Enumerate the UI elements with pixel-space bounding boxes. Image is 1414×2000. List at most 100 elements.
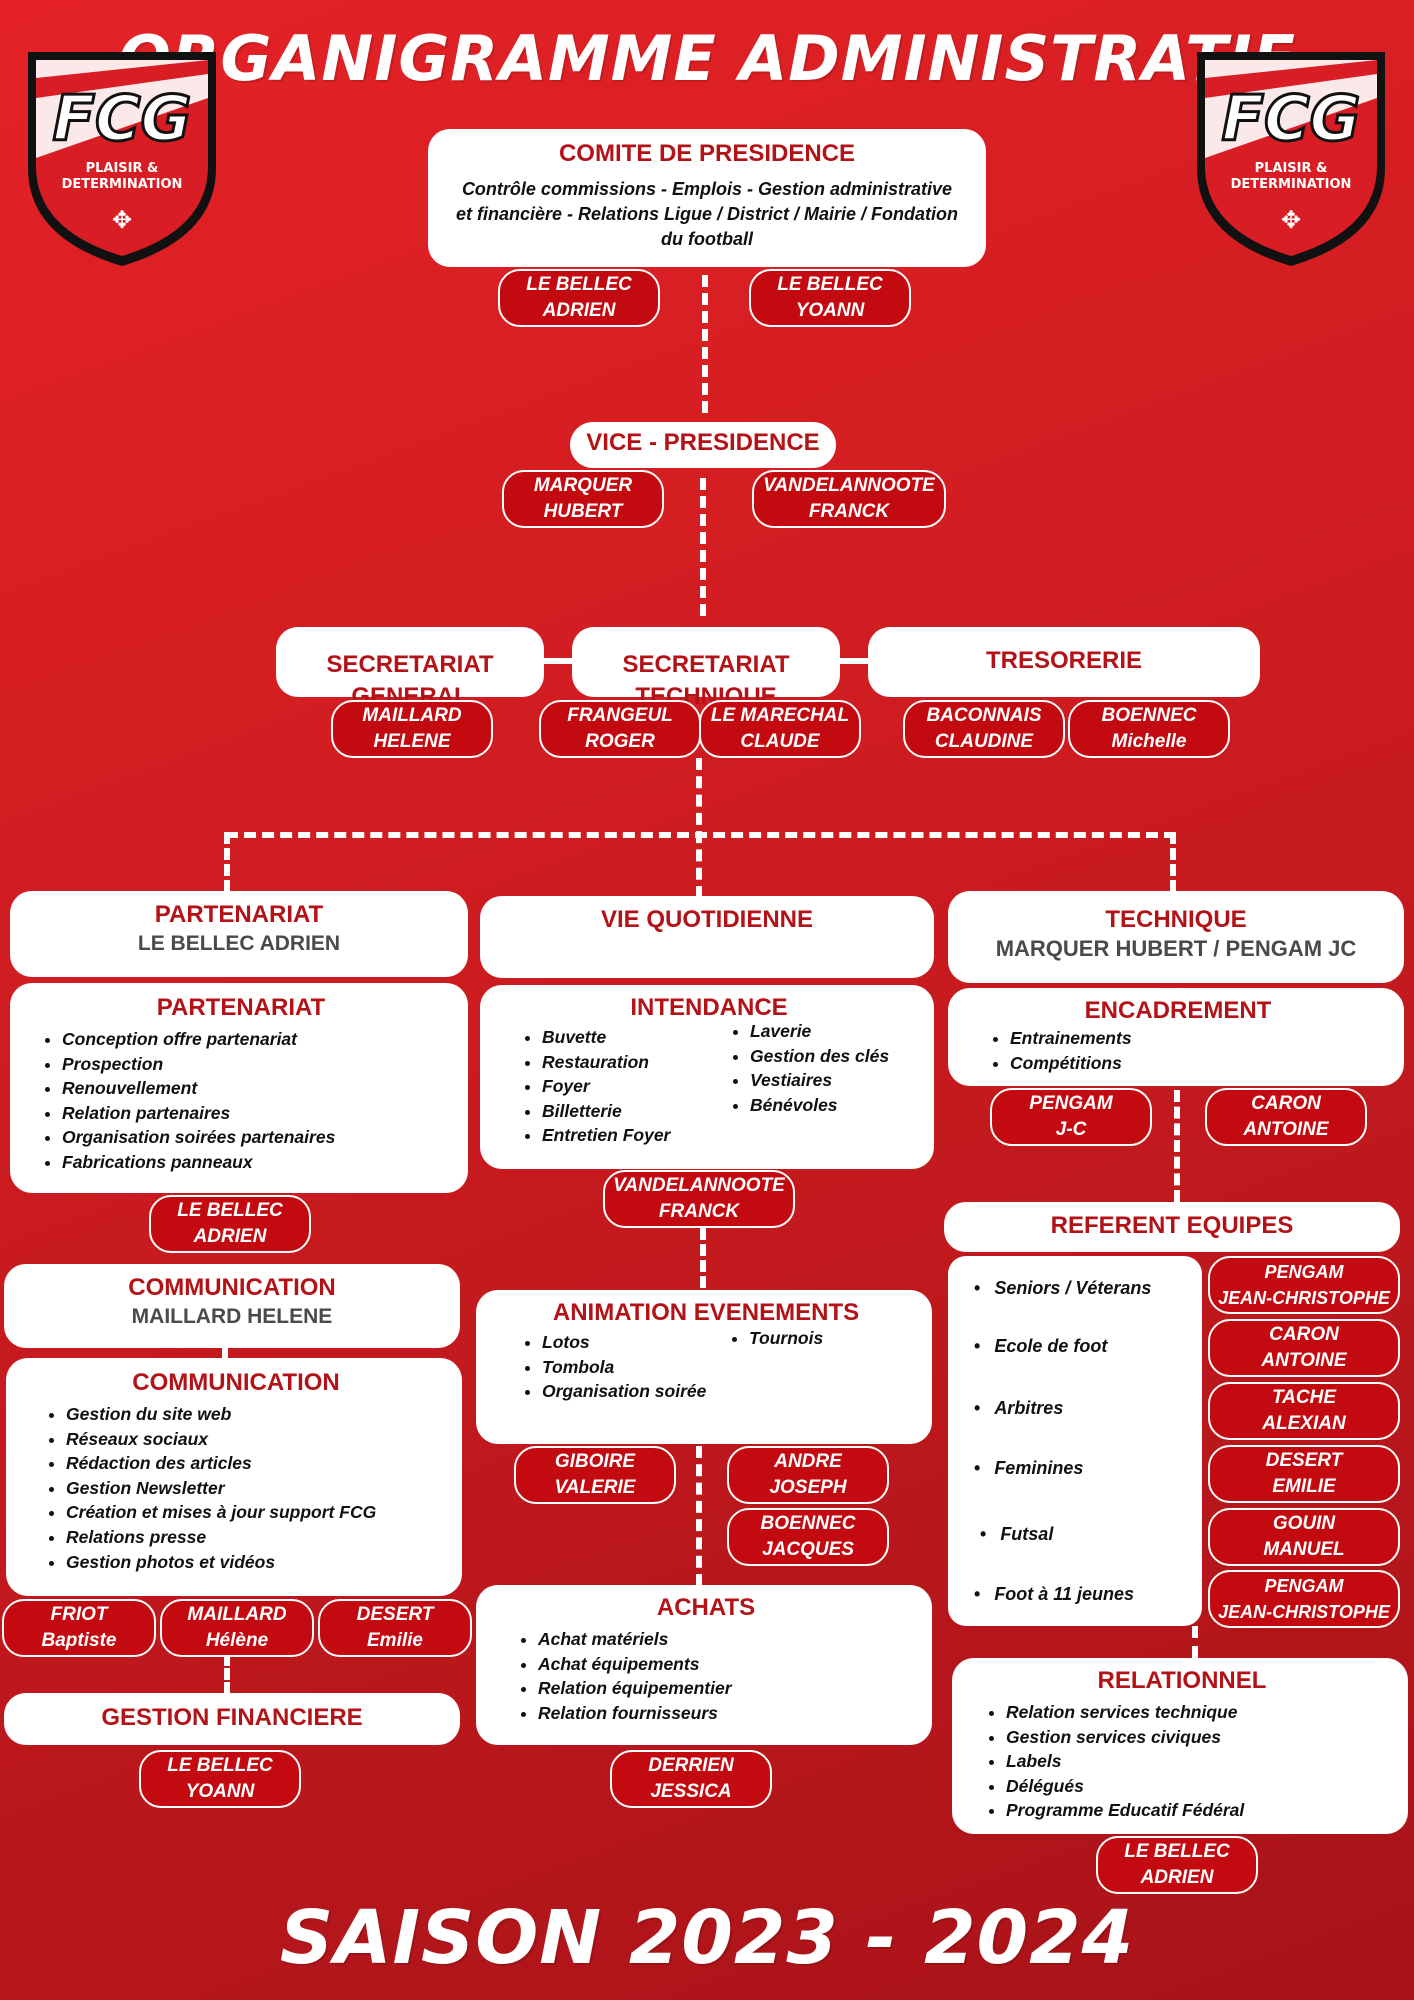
list-item: Achat équipements <box>538 1652 926 1677</box>
vie-quotidienne-title: VIE QUOTIDIENNE <box>600 906 814 933</box>
list-item: Gestion services civiques <box>1006 1725 1402 1750</box>
list-item: Gestion des clés <box>750 1044 928 1069</box>
list-item: Ecole de foot <box>974 1336 1107 1357</box>
member-badge: MAILLARD Hélène <box>160 1599 314 1657</box>
connector <box>700 1228 706 1288</box>
tresorerie-title: TRESORERIE <box>985 647 1143 674</box>
page-title: ORGANIGRAMME ADMINISTRATIF <box>118 22 1296 95</box>
referent-list: Seniors / Véterans Ecole de foot Arbitre… <box>948 1256 1202 1626</box>
relationnel-title: RELATIONNEL <box>1097 1667 1267 1694</box>
logo-text: FCG <box>1222 82 1361 155</box>
list-item: Création et mises à jour support FCG <box>66 1500 452 1525</box>
list-item: Arbitres <box>974 1398 1063 1419</box>
connector <box>700 478 706 616</box>
member-badge: LE MARECHAL CLAUDE <box>699 700 861 758</box>
connector <box>702 275 708 413</box>
gestion-financiere-title: GESTION FINANCIERE <box>101 1704 363 1731</box>
member-badge: LE BELLEC ADRIEN <box>149 1195 311 1253</box>
list-item: Foyer <box>542 1074 720 1099</box>
member-badge: FRIOT Baptiste <box>2 1599 156 1657</box>
connector <box>1170 832 1176 892</box>
member-badge: ANDRE JOSEPH <box>727 1446 889 1504</box>
list-item: Tournois <box>749 1326 926 1351</box>
communication-title: COMMUNICATION <box>132 1369 340 1396</box>
member-badge: BACONNAIS CLAUDINE <box>903 700 1065 758</box>
animation-list-right: Tournois <box>719 1326 926 1404</box>
encadrement-box: ENCADREMENT Entrainements Compétitions <box>948 988 1404 1086</box>
connector <box>544 658 572 664</box>
list-item: Relation partenaires <box>62 1101 458 1126</box>
comite-presidence-title: COMITE DE PRESIDENCE <box>558 140 856 167</box>
ermine-icon: ✥ <box>1281 206 1301 234</box>
member-badge: DESERT Emilie <box>318 1599 472 1657</box>
connector <box>696 1446 702 1586</box>
intendance-list-left: Buvette Restauration Foyer Billetterie E… <box>490 1025 720 1148</box>
member-badge: LE BELLEC ADRIEN <box>498 269 660 327</box>
connector <box>226 832 1176 838</box>
referent-title: REFERENT EQUIPES <box>1050 1212 1294 1239</box>
list-item: Bénévoles <box>750 1093 928 1118</box>
tresorerie-box: TRESORERIE <box>868 627 1260 697</box>
list-item: Entretien Foyer <box>542 1123 720 1148</box>
member-badge: DERRIEN JESSICA <box>610 1750 772 1808</box>
intendance-list-right: Laverie Gestion des clés Vestiaires Béné… <box>720 1019 928 1148</box>
svg-text:PLAISIR &: PLAISIR & <box>1255 161 1328 176</box>
technique-head-box: TECHNIQUE MARQUER HUBERT / PENGAM JC <box>948 891 1404 983</box>
member-badge: VANDELANNOOTE FRANCK <box>752 470 946 528</box>
list-item: Programme Educatif Fédéral <box>1006 1798 1402 1823</box>
member-badge: GOUIN MANUEL <box>1208 1508 1400 1566</box>
vice-presidence-box: VICE - PRESIDENCE <box>570 422 836 468</box>
list-item: Seniors / Véterans <box>974 1278 1151 1299</box>
list-item: Délégués <box>1006 1774 1402 1799</box>
list-item: Renouvellement <box>62 1076 458 1101</box>
list-item: Organisation soirée <box>542 1379 719 1404</box>
animation-box: ANIMATION EVENEMENTS Lotos Tombola Organ… <box>476 1290 932 1444</box>
ermine-icon: ✥ <box>112 206 132 234</box>
member-badge: BOENNEC Michelle <box>1068 700 1230 758</box>
encadrement-list: Entrainements Compétitions <box>958 1026 1398 1075</box>
member-badge: FRANGEUL ROGER <box>539 700 701 758</box>
connector <box>840 658 868 664</box>
list-item: Vestiaires <box>750 1068 928 1093</box>
comite-presidence-description: Contrôle commissions - Emplois - Gestion… <box>455 179 959 249</box>
communication-head-title: COMMUNICATION <box>128 1274 336 1301</box>
list-item: Relation équipementier <box>538 1676 926 1701</box>
member-badge: LE BELLEC YOANN <box>139 1750 301 1808</box>
list-item: Lotos <box>542 1330 719 1355</box>
svg-text:PLAISIR &: PLAISIR & <box>86 161 159 176</box>
list-item: Gestion Newsletter <box>66 1476 452 1501</box>
list-item: Fabrications panneaux <box>62 1150 458 1175</box>
achats-list: Achat matériels Achat équipements Relati… <box>486 1627 926 1725</box>
list-item: Billetterie <box>542 1099 720 1124</box>
list-item: Organisation soirées partenaires <box>62 1125 458 1150</box>
list-item: Compétitions <box>1010 1051 1398 1076</box>
member-badge: GIBOIRE VALERIE <box>514 1446 676 1504</box>
club-logo-left: FCG PLAISIR & DETERMINATION ✥ <box>28 52 216 266</box>
member-badge: CARON ANTOINE <box>1205 1088 1367 1146</box>
svg-text:DETERMINATION: DETERMINATION <box>62 177 183 192</box>
partenariat-box: PARTENARIAT Conception offre partenariat… <box>10 983 468 1193</box>
secretariat-general-title: SECRETARIAT GENERAL <box>326 651 494 710</box>
vice-presidence-title: VICE - PRESIDENCE <box>586 429 820 456</box>
logo-text: FCG <box>53 82 192 155</box>
member-badge: LE BELLEC YOANN <box>749 269 911 327</box>
list-item: Relations presse <box>66 1525 452 1550</box>
gestion-financiere-box: GESTION FINANCIERE <box>4 1693 460 1745</box>
technique-head-title: TECHNIQUE <box>1105 906 1247 933</box>
secretariat-technique-box: SECRETARIAT TECHNIQUE <box>572 627 840 710</box>
member-badge: LE BELLEC ADRIEN <box>1096 1836 1258 1894</box>
partenariat-title: PARTENARIAT <box>156 994 326 1021</box>
vie-quotidienne-box: VIE QUOTIDIENNE <box>480 896 934 978</box>
list-item: Restauration <box>542 1050 720 1075</box>
partenariat-head-title: PARTENARIAT <box>154 901 324 928</box>
list-item: Prospection <box>62 1052 458 1077</box>
member-badge: BOENNEC JACQUES <box>727 1508 889 1566</box>
list-item: Labels <box>1006 1749 1402 1774</box>
connector <box>222 1346 228 1360</box>
list-item: Réseaux sociaux <box>66 1427 452 1452</box>
intendance-title: INTENDANCE <box>630 994 788 1021</box>
list-item: Futsal <box>980 1524 1053 1545</box>
intendance-box: INTENDANCE Buvette Restauration Foyer Bi… <box>480 985 934 1169</box>
list-item: Laverie <box>750 1019 928 1044</box>
encadrement-title: ENCADREMENT <box>1084 997 1272 1024</box>
